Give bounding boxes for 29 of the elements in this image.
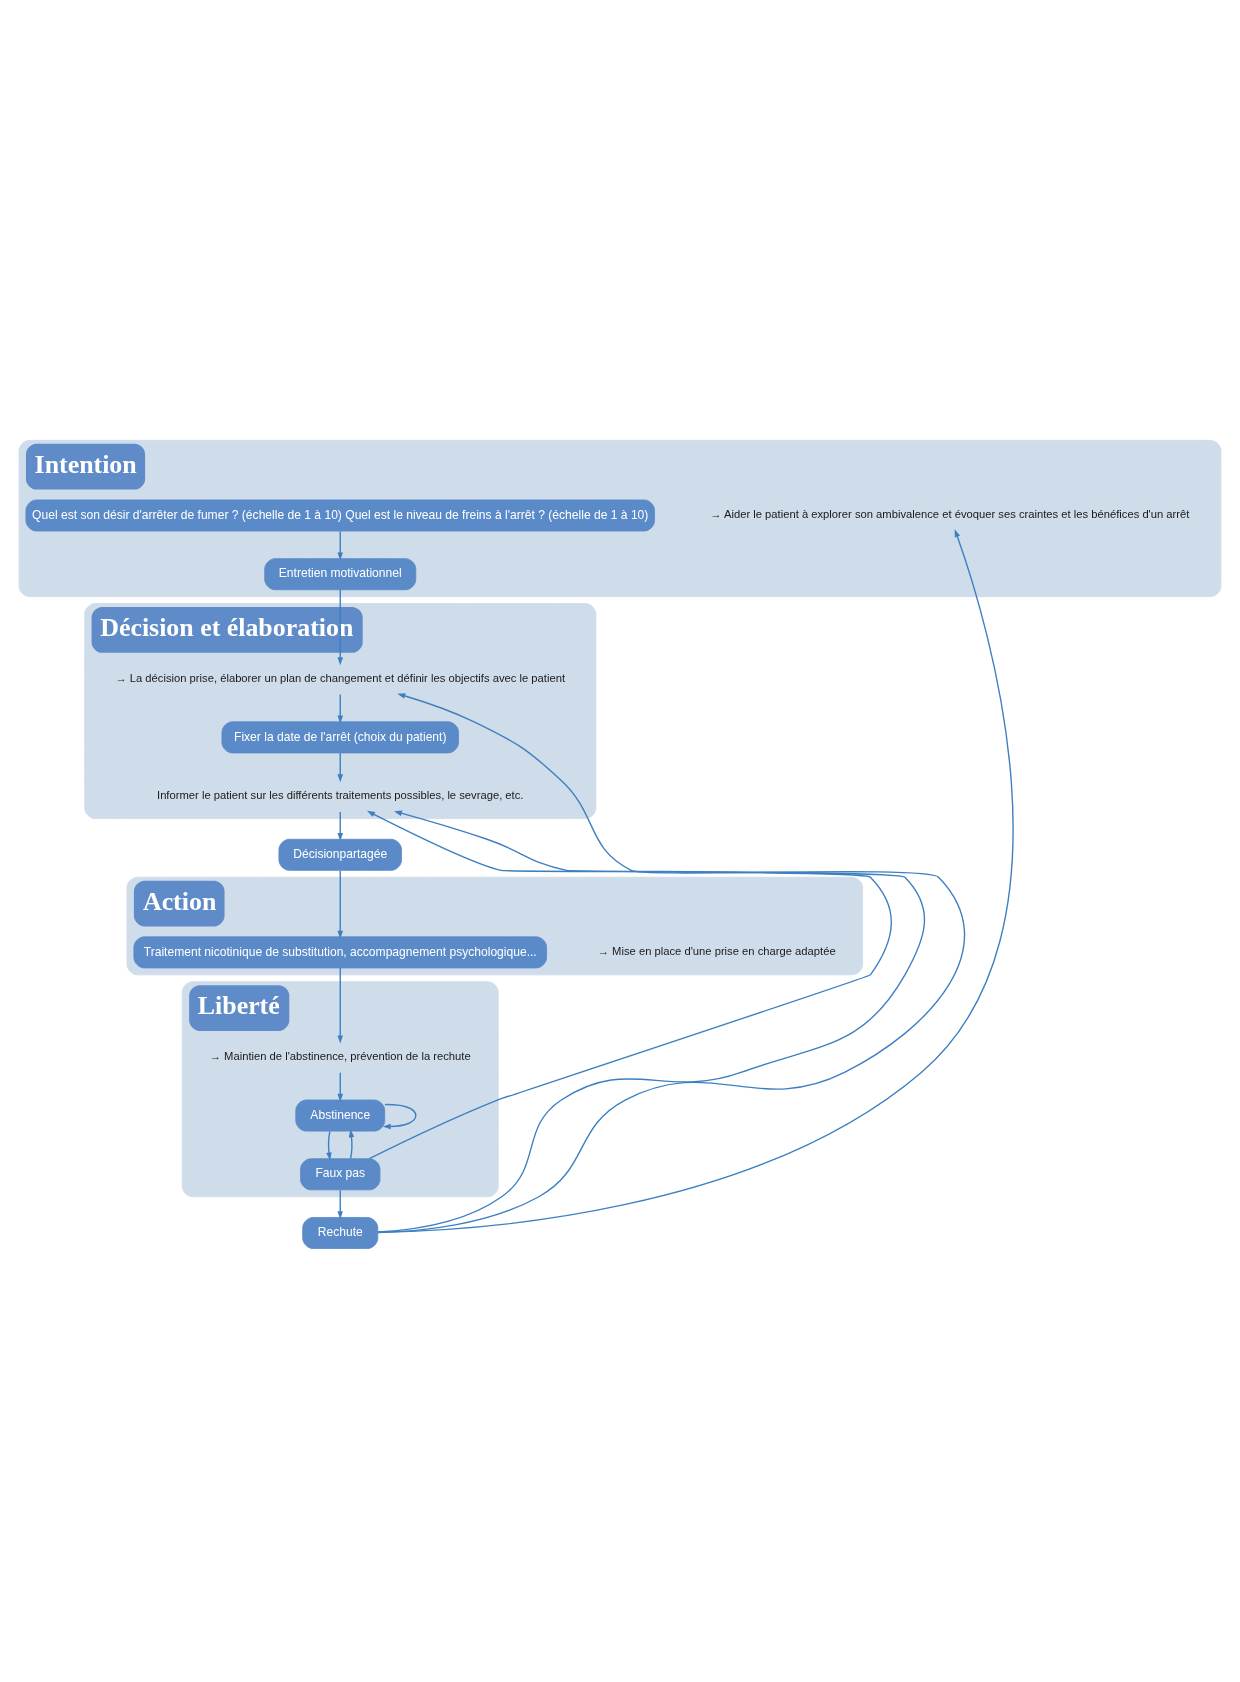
node-box: Faux pas: [300, 1158, 381, 1191]
arrow: [366, 810, 892, 1160]
arrow: [337, 1072, 344, 1102]
node-text: → La décision prise, élaborer un plan de changement et définir les objectifs avec le patient: [115, 671, 566, 684]
node-text: → Mise en place d'une prise en charge adaptée: [597, 945, 836, 958]
arrow: [377, 810, 926, 1233]
arrow: [337, 811, 344, 841]
arrow: [337, 530, 344, 561]
arrow: [326, 1130, 332, 1161]
node-box: Rechute: [302, 1217, 379, 1249]
arrow: [337, 1189, 344, 1220]
arrow: [337, 752, 344, 783]
node-text: → Maintien de l'abstinence, prévention de la rechute: [209, 1049, 471, 1062]
node-text: Informer le patient sur les différents traitements possibles, le sevrage, etc.: [157, 789, 524, 802]
arrow: [337, 869, 344, 939]
node-box: Décisionpartagée: [278, 838, 402, 871]
node-box: Entretien motivationnel: [264, 558, 417, 591]
node-text: → Aider le patient à explorer son ambivalence et évoquer ses craintes et les bénéfices d'un arrêt: [710, 508, 1190, 521]
arrow: [377, 693, 966, 1234]
arrow: [337, 589, 344, 666]
node-box: Quel est son désir d'arrêter de fumer ? (échelle de 1 à 10) Quel est le niveau de freins à l'arrêt ? (échelle de 1 à 10): [25, 499, 655, 532]
arrow: [337, 967, 344, 1044]
arrow: [377, 529, 1014, 1233]
arrow: [348, 1129, 355, 1160]
node-box: Abstinence: [295, 1099, 386, 1132]
arrow: [337, 693, 344, 724]
arrow: [382, 1103, 417, 1130]
node-box: Fixer la date de l'arrêt (choix du patient): [221, 721, 459, 754]
node-box: Traitement nicotinique de substitution, accompagnement psychologique...: [133, 936, 548, 969]
